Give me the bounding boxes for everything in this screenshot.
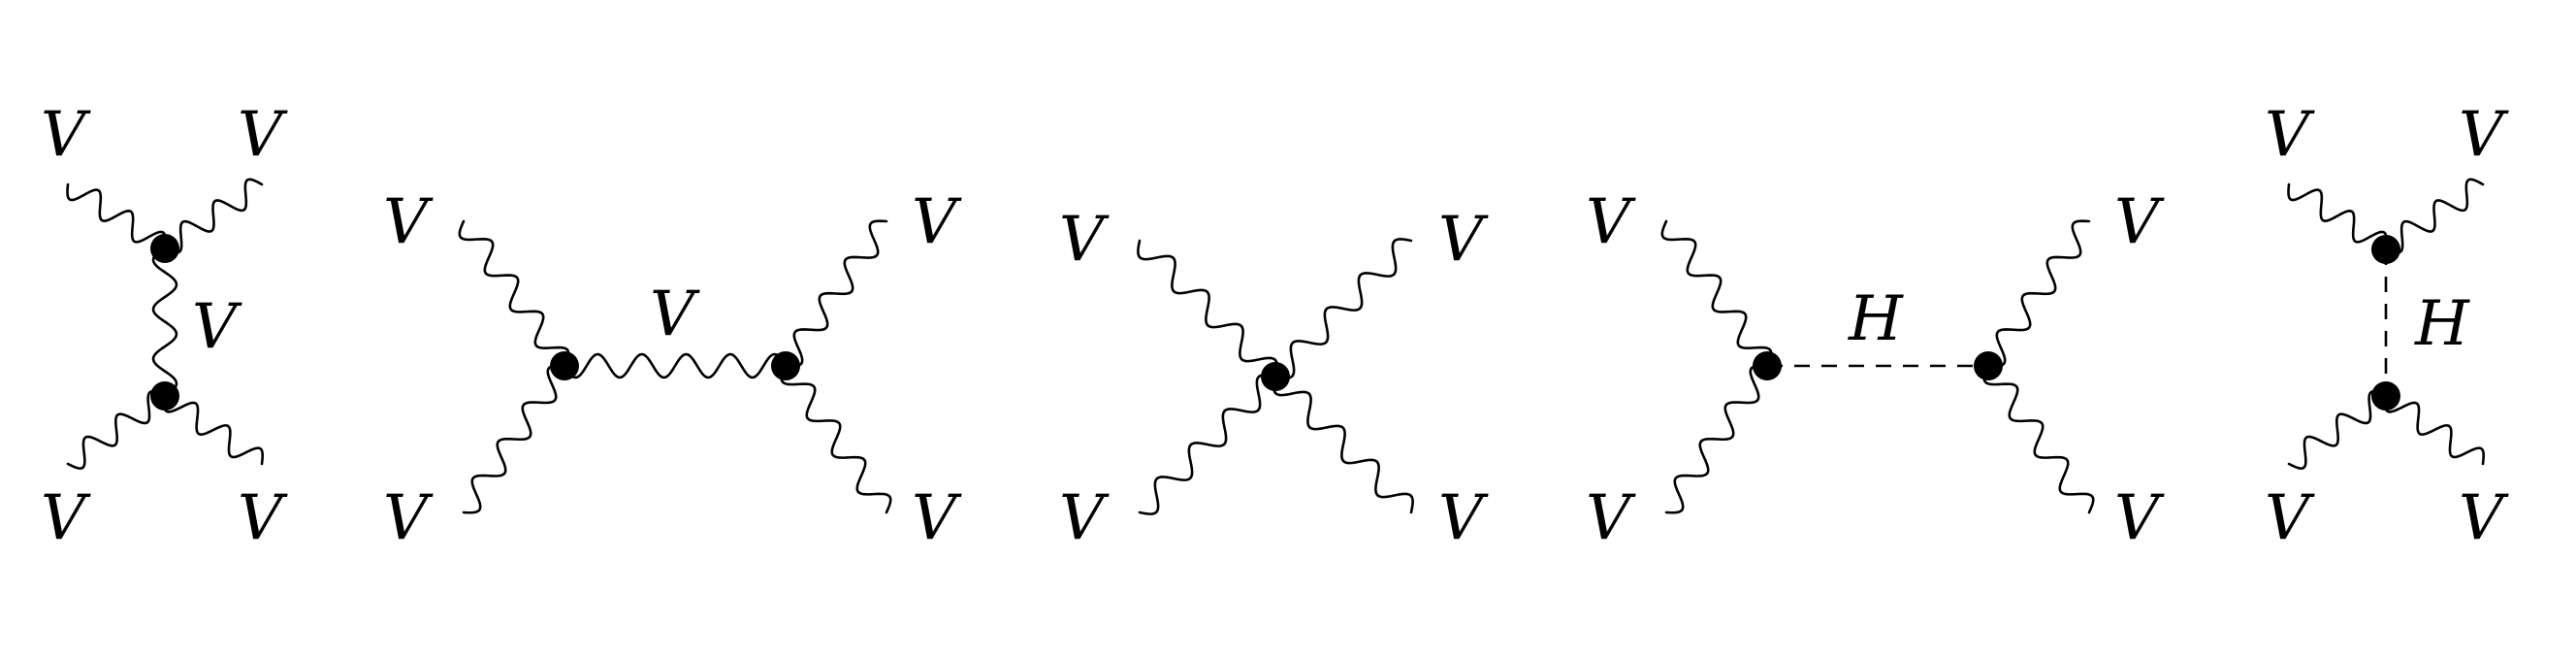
label-mediator: V (192, 291, 242, 363)
external-wavy-line (1137, 239, 1278, 378)
external-wavy-line (2384, 178, 2485, 254)
label-top-right: V (1438, 204, 1489, 276)
label-top-right: V (912, 186, 962, 258)
diagram-5-t-channel-higgs: V V H V V (2265, 99, 2509, 554)
vertex-dot (2371, 381, 2400, 411)
vertex-dot (1974, 351, 2003, 380)
label-mediator: V (650, 279, 700, 350)
label-bottom-right: V (2459, 482, 2509, 554)
external-wavy-line (2384, 394, 2485, 466)
label-bottom-left: V (41, 482, 91, 554)
external-wavy-line (2287, 182, 2388, 249)
external-wavy-line (163, 178, 264, 254)
diagram-2-s-channel-vector: V V V V V (383, 186, 962, 554)
external-wavy-line (66, 390, 167, 470)
vertex-dot (771, 351, 800, 380)
vertex-dot (1261, 362, 1290, 391)
label-bottom-left: V (1059, 482, 1110, 554)
label-top-right: V (238, 99, 288, 171)
internal-wavy-line (151, 246, 178, 398)
vertex-dot (1753, 351, 1782, 380)
external-wavy-line (66, 182, 167, 249)
vertex-dot (150, 381, 179, 411)
vertex-dot (550, 351, 579, 380)
external-wavy-line (784, 219, 888, 368)
external-wavy-line (163, 394, 264, 466)
label-top-left: V (1586, 186, 1636, 258)
external-wavy-line (458, 219, 570, 368)
label-top-left: V (1059, 204, 1110, 276)
external-wavy-line (462, 364, 566, 514)
external-wavy-line (780, 364, 892, 514)
diagram-4-s-channel-higgs: V V H V V (1586, 186, 2165, 554)
vertex-dot (2371, 235, 2400, 264)
external-wavy-line (1982, 364, 2095, 514)
label-bottom-right: V (912, 482, 962, 554)
external-wavy-line (1986, 219, 2091, 368)
label-mediator: H (1848, 283, 1904, 355)
diagram-3-contact: V V V V (1059, 204, 1489, 554)
vertex-dot (150, 234, 179, 263)
external-wavy-line (1272, 375, 1414, 514)
label-top-right: V (2114, 186, 2165, 258)
external-wavy-line (2287, 390, 2388, 470)
label-top-left: V (2265, 99, 2315, 171)
internal-wavy-line (563, 352, 788, 379)
label-top-left: V (41, 99, 91, 171)
external-wavy-line (1273, 238, 1413, 379)
label-bottom-right: V (1438, 482, 1489, 554)
label-mediator: H (2414, 288, 2470, 360)
external-wavy-line (1660, 219, 1773, 368)
label-bottom-right: V (2114, 482, 2165, 554)
label-bottom-left: V (2265, 482, 2315, 554)
label-top-right: V (2459, 99, 2509, 171)
external-wavy-line (1138, 374, 1277, 515)
label-bottom-left: V (1586, 482, 1636, 554)
diagram-1-t-channel-vector: V V V V V (41, 99, 288, 554)
external-wavy-line (1664, 364, 1769, 514)
label-bottom-right: V (238, 482, 288, 554)
label-top-left: V (383, 186, 434, 258)
label-bottom-left: V (383, 482, 434, 554)
